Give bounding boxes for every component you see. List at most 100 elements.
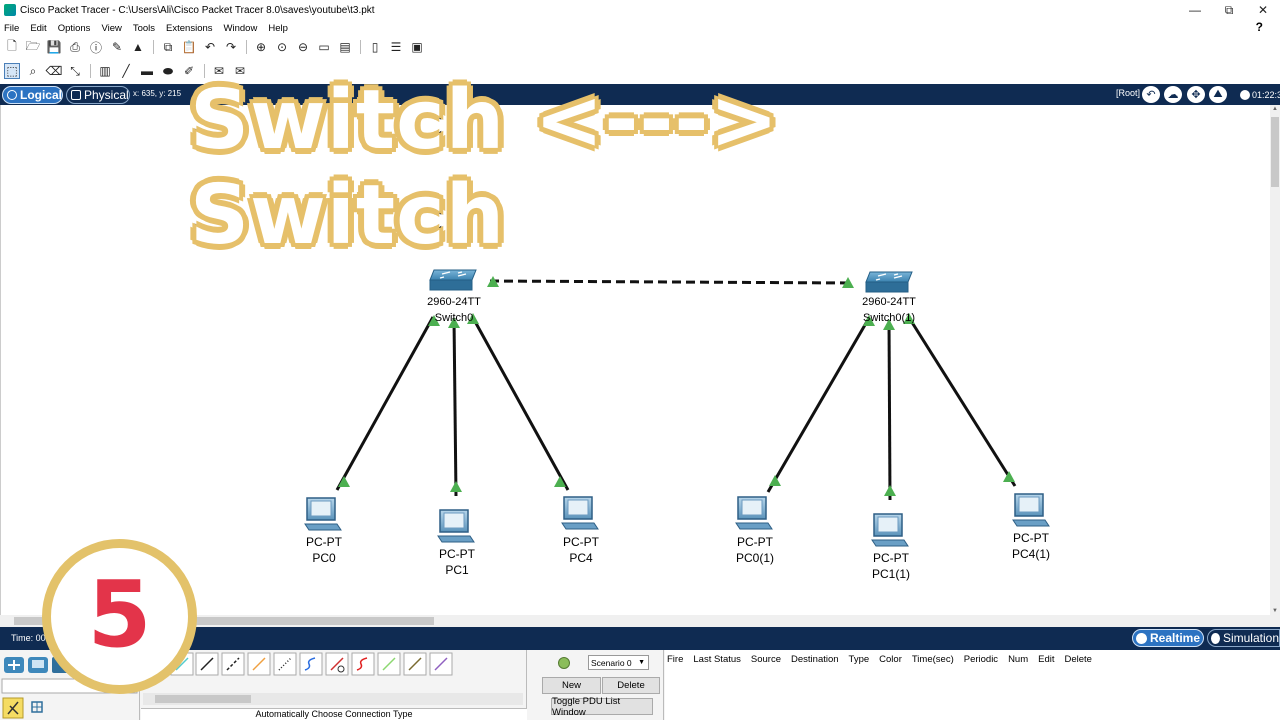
realtime-button[interactable]: Realtime <box>1132 629 1204 647</box>
end-devices-icon[interactable] <box>28 657 48 673</box>
col-color[interactable]: Color <box>879 654 902 665</box>
clusters-icon[interactable]: ☰ <box>390 40 402 54</box>
zoom-out-icon[interactable]: ⊖ <box>297 40 309 54</box>
cluster-icon[interactable]: ☁ <box>1163 85 1183 104</box>
iot-cable-icon[interactable] <box>429 652 453 676</box>
back-icon[interactable]: ↶ <box>1141 85 1161 104</box>
drawing-palette-icon[interactable]: ▭ <box>318 40 330 54</box>
menu-extensions[interactable]: Extensions <box>166 22 213 34</box>
undo-icon[interactable]: ↶ <box>204 40 216 54</box>
switch-icon[interactable] <box>429 269 477 291</box>
simulation-button[interactable]: Simulation <box>1207 629 1280 647</box>
menu-edit[interactable]: Edit <box>30 22 47 34</box>
connection-scroll-thumb[interactable] <box>155 695 251 703</box>
col-destination[interactable]: Destination <box>791 654 839 665</box>
help-icon[interactable]: ? <box>1255 20 1263 34</box>
col-type[interactable]: Type <box>848 654 870 665</box>
horizontal-scroll-thumb[interactable] <box>14 617 434 625</box>
switch-icon[interactable] <box>865 271 913 293</box>
scroll-up-icon[interactable]: ▲ <box>1272 106 1278 112</box>
menu-view[interactable]: View <box>101 22 122 34</box>
pc-icon[interactable] <box>437 509 475 543</box>
menu-file[interactable]: File <box>4 22 20 34</box>
pc-icon[interactable] <box>561 496 599 530</box>
link-sw0-pc4[interactable] <box>470 315 570 491</box>
link-sw1-pc1b[interactable] <box>887 319 892 501</box>
link-sw0-pc1[interactable] <box>452 317 458 497</box>
horizontal-scrollbar[interactable] <box>0 615 1280 627</box>
col-last-status[interactable]: Last Status <box>693 654 741 665</box>
octal-cable-icon[interactable] <box>403 652 427 676</box>
network-wizard-icon[interactable]: ✎ <box>111 40 123 54</box>
move-icon[interactable]: ✥ <box>1186 85 1206 104</box>
new-scenario-button[interactable]: New <box>542 677 601 694</box>
new-file-icon[interactable]: 🗋 <box>7 38 17 53</box>
paste-icon[interactable]: 📋 <box>181 40 197 54</box>
link-sw1-pc4b[interactable] <box>906 315 1017 487</box>
scroll-down-icon[interactable]: ▼ <box>1272 608 1278 614</box>
menu-window[interactable]: Window <box>223 22 258 34</box>
inspect-icon[interactable]: ⌕ <box>29 63 37 78</box>
pc-icon[interactable] <box>304 497 342 531</box>
resize-icon[interactable]: ⤡ <box>70 63 80 78</box>
link-sw1-pc0b[interactable] <box>766 317 871 493</box>
delete-icon[interactable]: ⌫ <box>45 64 63 78</box>
straight-through-cable-icon[interactable] <box>221 652 245 676</box>
menu-options[interactable]: Options <box>57 22 91 34</box>
print-icon[interactable]: ⎙ <box>70 39 80 54</box>
note-icon[interactable]: ▥ <box>99 64 111 78</box>
col-fire[interactable]: Fire <box>667 654 684 665</box>
delete-scenario-button[interactable]: Delete <box>602 677 660 694</box>
link-sw0-sw1[interactable] <box>489 279 853 285</box>
col-time[interactable]: Time(sec) <box>911 654 954 665</box>
console-cable-icon[interactable] <box>195 652 219 676</box>
info-icon[interactable]: ⓘ <box>89 40 102 55</box>
zoom-reset-icon[interactable]: ⊙ <box>276 40 288 54</box>
scenario-select[interactable]: Scenario 0 ▼ <box>588 655 649 670</box>
vertical-scroll-thumb[interactable] <box>1271 117 1279 187</box>
network-devices-icon[interactable] <box>4 657 24 673</box>
open-folder-icon[interactable]: 🗁 <box>25 38 41 53</box>
redo-icon[interactable]: ↷ <box>225 40 237 54</box>
save-icon[interactable]: 💾 <box>46 40 62 54</box>
minimize-button[interactable]: — <box>1189 3 1201 17</box>
pc-icon[interactable] <box>1012 493 1050 527</box>
col-periodic[interactable]: Periodic <box>963 654 999 665</box>
zoom-in-icon[interactable]: ⊕ <box>255 40 267 54</box>
serial-dte-icon[interactable] <box>377 652 401 676</box>
background-icon[interactable]: ⛰ <box>1208 85 1228 104</box>
phone-cable-icon[interactable] <box>299 652 323 676</box>
menu-tools[interactable]: Tools <box>132 22 156 34</box>
restore-button[interactable]: ⧉ <box>1224 2 1234 17</box>
coaxial-cable-icon[interactable] <box>325 652 349 676</box>
ellipse-icon[interactable]: ⬬ <box>162 63 174 78</box>
tab-physical[interactable]: Physical <box>66 86 130 104</box>
crossover-cable-icon[interactable] <box>247 652 271 676</box>
line-icon[interactable]: ╱ <box>122 64 130 78</box>
viewport-icon[interactable]: ▯ <box>371 40 379 54</box>
activity-wizard-icon[interactable]: ▲ <box>132 40 144 54</box>
logical-workspace[interactable] <box>0 105 1270 615</box>
menu-help[interactable]: Help <box>268 22 288 34</box>
grid-icon[interactable] <box>31 701 43 713</box>
connection-scrollbar[interactable] <box>143 693 523 705</box>
connections-icon[interactable] <box>2 697 24 719</box>
complex-pdu-icon[interactable]: ✉ <box>234 64 246 78</box>
toggle-pdu-list-button[interactable]: Toggle PDU List Window <box>551 696 653 718</box>
pc-icon[interactable] <box>735 496 773 530</box>
col-source[interactable]: Source <box>750 654 782 665</box>
link-sw0-pc0[interactable] <box>335 316 435 491</box>
simple-pdu-icon[interactable]: ✉ <box>213 64 225 78</box>
col-delete[interactable]: Delete <box>1064 654 1092 665</box>
col-num[interactable]: Num <box>1008 654 1029 665</box>
tab-logical[interactable]: Logical <box>2 86 63 104</box>
vertical-scrollbar[interactable]: ▲ ▼ <box>1270 105 1280 615</box>
pc-icon[interactable] <box>871 513 909 547</box>
freeform-icon[interactable]: ✐ <box>183 64 195 78</box>
copy-icon[interactable]: ⧉ <box>163 39 173 54</box>
select-icon[interactable]: ⬚ <box>4 63 20 79</box>
col-edit[interactable]: Edit <box>1038 654 1055 665</box>
serial-dce-icon[interactable] <box>351 652 375 676</box>
image-icon[interactable]: ▣ <box>411 40 423 54</box>
close-button[interactable]: ✕ <box>1257 3 1269 17</box>
